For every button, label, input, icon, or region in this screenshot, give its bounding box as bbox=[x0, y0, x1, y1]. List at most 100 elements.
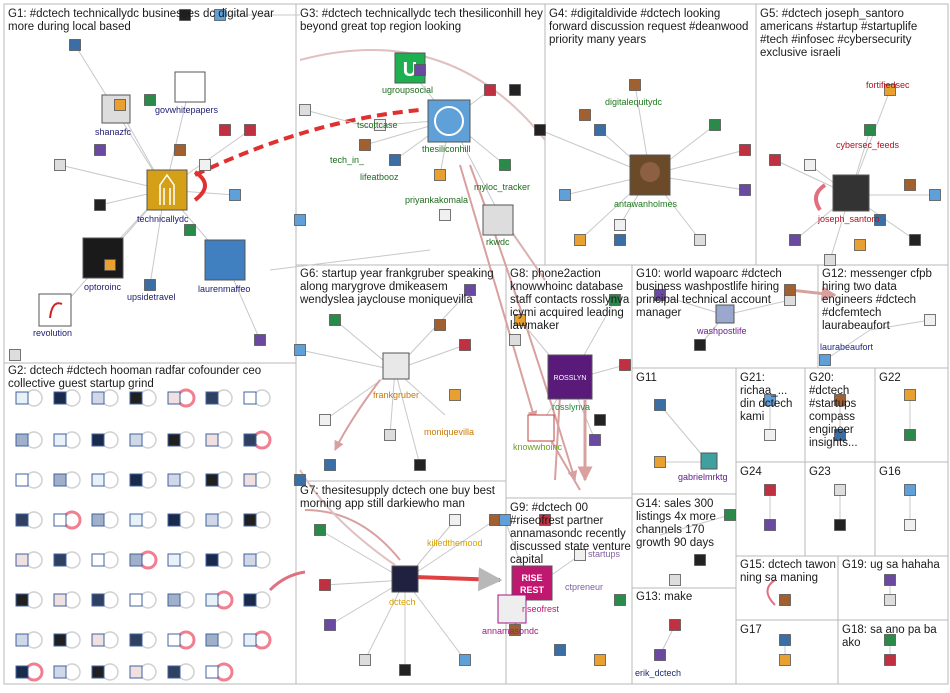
isolate-node[interactable] bbox=[167, 553, 181, 567]
minor-node[interactable] bbox=[589, 434, 601, 446]
minor-node[interactable] bbox=[94, 199, 106, 211]
minor-node[interactable] bbox=[94, 144, 106, 156]
minor-node[interactable] bbox=[904, 389, 916, 401]
minor-node[interactable] bbox=[534, 124, 546, 136]
minor-node[interactable] bbox=[614, 234, 626, 246]
minor-node[interactable] bbox=[229, 189, 241, 201]
minor-node[interactable] bbox=[214, 9, 226, 21]
minor-node[interactable] bbox=[499, 159, 511, 171]
minor-node[interactable] bbox=[904, 519, 916, 531]
isolate-node[interactable] bbox=[167, 513, 181, 527]
minor-node[interactable] bbox=[319, 414, 331, 426]
isolate-node[interactable] bbox=[243, 433, 257, 447]
minor-node[interactable] bbox=[329, 314, 341, 326]
minor-node[interactable] bbox=[909, 234, 921, 246]
isolate-node[interactable] bbox=[243, 391, 257, 405]
minor-node[interactable] bbox=[449, 514, 461, 526]
minor-node[interactable] bbox=[779, 634, 791, 646]
minor-node[interactable] bbox=[434, 319, 446, 331]
minor-node[interactable] bbox=[509, 334, 521, 346]
isolate-node[interactable] bbox=[91, 433, 105, 447]
minor-node[interactable] bbox=[184, 224, 196, 236]
minor-node[interactable] bbox=[414, 459, 426, 471]
minor-node[interactable] bbox=[834, 429, 846, 441]
isolate-node[interactable] bbox=[91, 391, 105, 405]
node-laurenmaffeo[interactable] bbox=[204, 239, 246, 281]
minor-node[interactable] bbox=[834, 484, 846, 496]
isolate-node[interactable] bbox=[53, 391, 67, 405]
minor-node[interactable] bbox=[104, 259, 116, 271]
minor-node[interactable] bbox=[884, 594, 896, 606]
isolate-node[interactable] bbox=[53, 553, 67, 567]
minor-node[interactable] bbox=[654, 649, 666, 661]
minor-node[interactable] bbox=[694, 234, 706, 246]
isolate-node[interactable] bbox=[15, 391, 29, 405]
minor-node[interactable] bbox=[574, 549, 586, 561]
minor-node[interactable] bbox=[904, 429, 916, 441]
minor-node[interactable] bbox=[114, 99, 126, 111]
minor-node[interactable] bbox=[594, 124, 606, 136]
minor-node[interactable] bbox=[594, 654, 606, 666]
minor-node[interactable] bbox=[144, 279, 156, 291]
isolate-node[interactable] bbox=[15, 473, 29, 487]
isolate-node[interactable] bbox=[243, 553, 257, 567]
minor-node[interactable] bbox=[509, 84, 521, 96]
minor-node[interactable] bbox=[459, 654, 471, 666]
isolate-node[interactable] bbox=[205, 553, 219, 567]
minor-node[interactable] bbox=[764, 394, 776, 406]
minor-node[interactable] bbox=[789, 234, 801, 246]
minor-node[interactable] bbox=[319, 579, 331, 591]
isolate-node[interactable] bbox=[91, 593, 105, 607]
isolate-node[interactable] bbox=[205, 593, 219, 607]
minor-node[interactable] bbox=[819, 354, 831, 366]
isolate-node[interactable] bbox=[243, 633, 257, 647]
minor-node[interactable] bbox=[514, 314, 526, 326]
minor-node[interactable] bbox=[294, 344, 306, 356]
minor-node[interactable] bbox=[539, 514, 551, 526]
minor-node[interactable] bbox=[764, 519, 776, 531]
isolate-node[interactable] bbox=[15, 513, 29, 527]
minor-node[interactable] bbox=[434, 169, 446, 181]
minor-node[interactable] bbox=[779, 594, 791, 606]
minor-node[interactable] bbox=[359, 139, 371, 151]
minor-node[interactable] bbox=[254, 334, 266, 346]
minor-node[interactable] bbox=[739, 184, 751, 196]
minor-node[interactable] bbox=[864, 124, 876, 136]
isolate-node[interactable] bbox=[15, 433, 29, 447]
minor-node[interactable] bbox=[884, 654, 896, 666]
minor-node[interactable] bbox=[199, 159, 211, 171]
minor-node[interactable] bbox=[724, 509, 736, 521]
node-dctech[interactable] bbox=[391, 565, 419, 593]
isolate-node[interactable] bbox=[129, 513, 143, 527]
isolate-node[interactable] bbox=[15, 553, 29, 567]
isolate-node[interactable] bbox=[167, 665, 181, 679]
minor-node[interactable] bbox=[804, 159, 816, 171]
minor-node[interactable] bbox=[629, 79, 641, 91]
minor-node[interactable] bbox=[374, 119, 386, 131]
isolate-node[interactable] bbox=[53, 633, 67, 647]
minor-node[interactable] bbox=[69, 39, 81, 51]
isolate-node[interactable] bbox=[205, 665, 219, 679]
isolate-node[interactable] bbox=[15, 665, 29, 679]
minor-node[interactable] bbox=[654, 399, 666, 411]
node-riseofrest[interactable] bbox=[511, 565, 553, 601]
minor-node[interactable] bbox=[54, 159, 66, 171]
minor-node[interactable] bbox=[609, 294, 621, 306]
minor-node[interactable] bbox=[669, 619, 681, 631]
isolate-node[interactable] bbox=[91, 513, 105, 527]
isolate-node[interactable] bbox=[167, 433, 181, 447]
isolate-node[interactable] bbox=[53, 433, 67, 447]
minor-node[interactable] bbox=[464, 284, 476, 296]
minor-node[interactable] bbox=[384, 429, 396, 441]
minor-node[interactable] bbox=[9, 349, 21, 361]
isolate-node[interactable] bbox=[205, 391, 219, 405]
minor-node[interactable] bbox=[359, 654, 371, 666]
isolate-node[interactable] bbox=[167, 391, 181, 405]
isolate-node[interactable] bbox=[91, 473, 105, 487]
minor-node[interactable] bbox=[179, 9, 191, 21]
minor-node[interactable] bbox=[694, 554, 706, 566]
isolate-node[interactable] bbox=[91, 665, 105, 679]
minor-node[interactable] bbox=[294, 474, 306, 486]
node-joseph_santoro[interactable] bbox=[832, 174, 870, 212]
isolate-node[interactable] bbox=[129, 473, 143, 487]
